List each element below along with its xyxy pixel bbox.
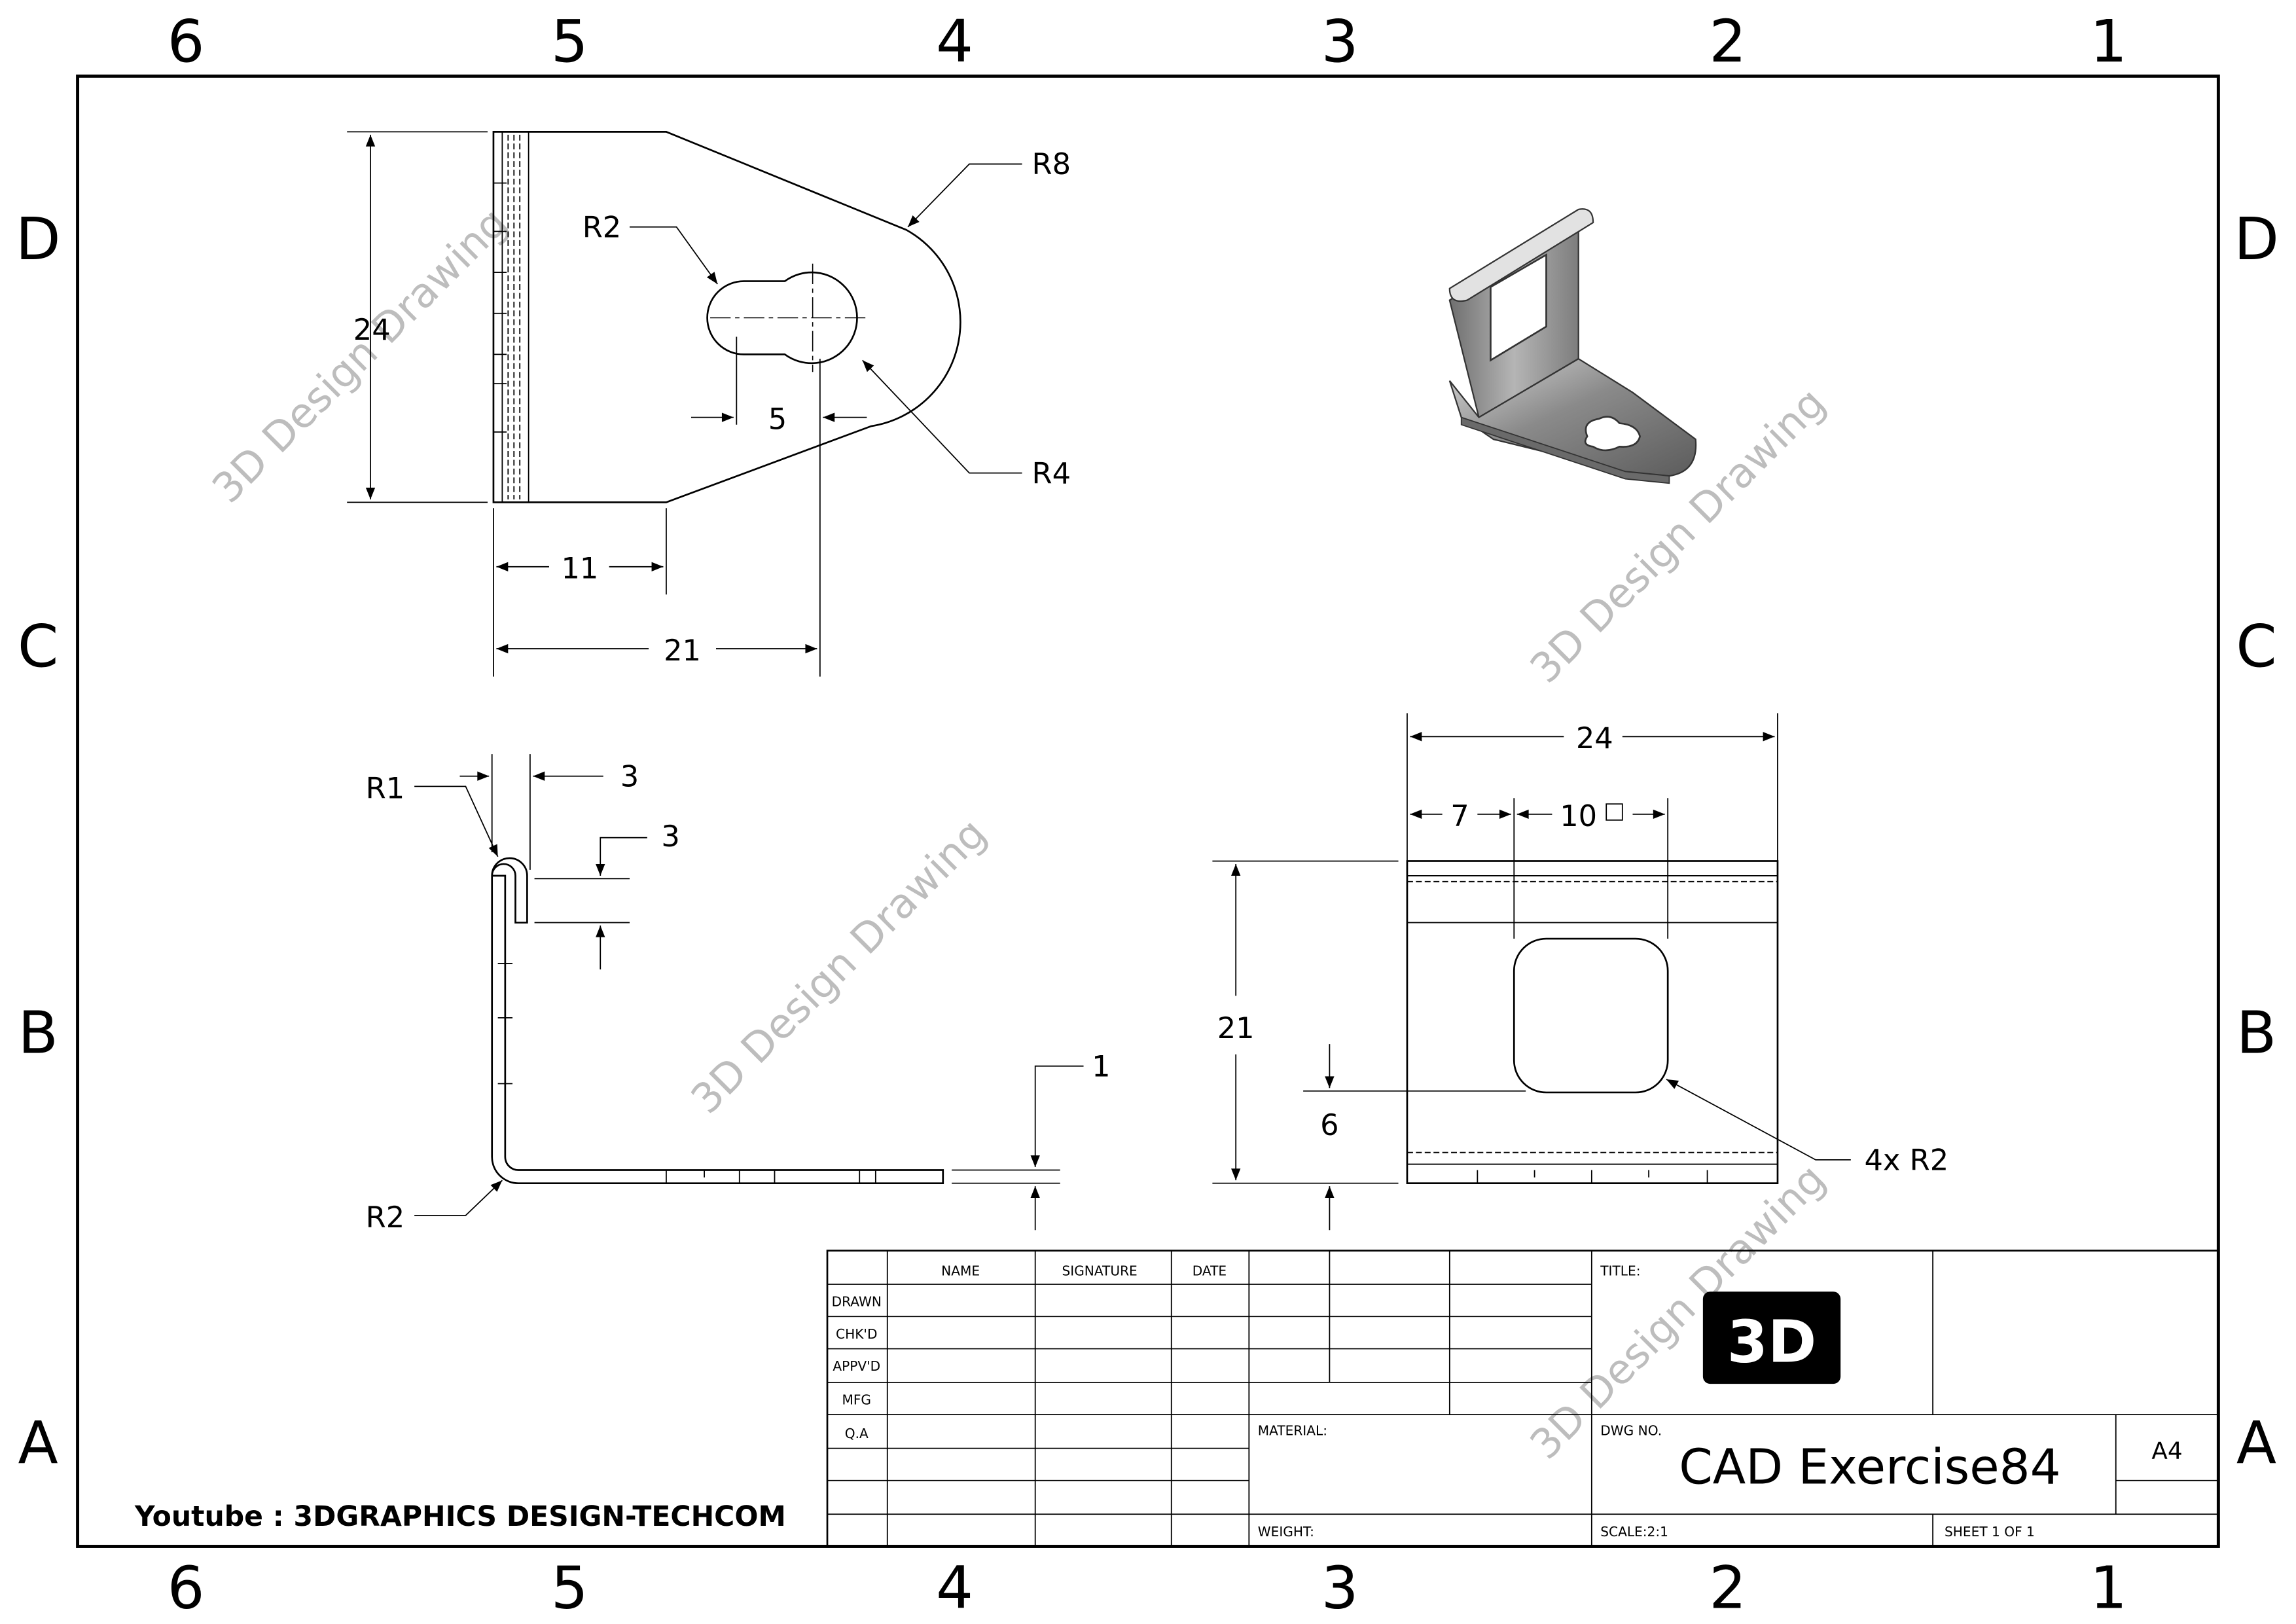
tb-header-signature: SIGNATURE (1062, 1263, 1137, 1279)
watermark: 3D Design Drawing (682, 809, 996, 1123)
zone-col-top: 6 (168, 8, 205, 76)
side-view: R1 3 3 1 R2 (366, 754, 1111, 1235)
zone-row-left: B (18, 1000, 58, 1068)
zone-row-right: A (2236, 1409, 2276, 1477)
dim-front-square: 10 (1560, 799, 1597, 833)
zone-row-left: D (16, 206, 61, 274)
zone-row-right: D (2234, 206, 2279, 274)
zone-col-top: 4 (936, 8, 973, 76)
zone-row-left: C (18, 613, 58, 681)
tb-row-label: DRAWN (832, 1294, 882, 1310)
zone-col-top: 1 (2090, 8, 2127, 76)
tb-weight-label: WEIGHT: (1258, 1524, 1314, 1540)
dim-top-r4: R4 (1032, 456, 1071, 490)
dim-top-r8: R8 (1032, 147, 1071, 181)
zone-col-bottom: 5 (551, 1554, 588, 1622)
dim-front-corner: 4x R2 (1864, 1143, 1948, 1178)
zone-col-bottom: 3 (1321, 1554, 1359, 1622)
youtube-credit: Youtube : 3DGRAPHICS DESIGN-TECHCOM (134, 1501, 786, 1533)
dim-side-r2: R2 (366, 1200, 405, 1235)
zone-col-bottom: 4 (936, 1554, 973, 1622)
dim-side-hem: 3 (661, 819, 679, 854)
tb-dwg-no-label: DWG NO. (1600, 1422, 1662, 1438)
dim-top-len11: 11 (561, 551, 598, 586)
sheet-size: A4 (2151, 1437, 2182, 1464)
dim-front-width: 24 (1576, 721, 1613, 755)
tb-row-label: Q.A (845, 1426, 869, 1441)
square-symbol-icon (1605, 803, 1623, 821)
zone-col-bottom: 1 (2090, 1554, 2127, 1622)
tb-material-label: MATERIAL: (1258, 1422, 1327, 1438)
zone-col-bottom: 2 (1709, 1554, 1746, 1622)
front-view: 24 7 10 21 6 4x R2 (1212, 713, 1948, 1231)
logo-3d (1702, 1291, 1841, 1384)
tb-scale: SCALE:2:1 (1600, 1524, 1668, 1540)
tb-row-label: CHK'D (836, 1326, 877, 1342)
dim-top-slot: 5 (768, 401, 787, 436)
logo-3d-text: 3D (1727, 1308, 1817, 1377)
zone-row-left: A (18, 1409, 58, 1477)
dim-side-thickness: 1 (1092, 1049, 1110, 1083)
isometric-view (1448, 208, 1697, 484)
dim-front-height: 21 (1217, 1011, 1255, 1045)
title-block: NAME SIGNATURE DATE DRAWN CHK'D APPV'D M… (826, 1250, 2219, 1547)
zone-col-top: 2 (1709, 8, 1746, 76)
top-view: 24 R2 R8 R4 5 11 21 (347, 131, 1071, 677)
tb-header-name: NAME (941, 1263, 980, 1279)
dim-top-height: 24 (353, 312, 391, 347)
tb-row-label: MFG (842, 1392, 871, 1407)
tb-sheet: SHEET 1 OF 1 (1945, 1524, 2035, 1540)
tb-title-label: TITLE: (1600, 1263, 1640, 1279)
dim-top-len21: 21 (664, 633, 701, 668)
dim-side-gap: 3 (620, 759, 639, 793)
square-cutout (1513, 937, 1669, 1094)
top-view-outline (492, 131, 961, 503)
dim-side-r1: R1 (366, 770, 405, 805)
zone-col-bottom: 6 (168, 1554, 205, 1622)
zone-col-top: 3 (1321, 8, 1359, 76)
tb-row-label: APPV'D (833, 1358, 880, 1374)
dim-front-offset: 7 (1450, 799, 1469, 833)
dim-front-bottom: 6 (1320, 1108, 1338, 1142)
tb-header-date: DATE (1193, 1263, 1227, 1279)
keyhole-slot (706, 271, 858, 365)
zone-row-right: B (2236, 1000, 2276, 1068)
side-view-profile (491, 857, 944, 1184)
watermark: 3D Design Drawing (203, 198, 516, 512)
dim-top-r2: R2 (583, 209, 622, 244)
drawing-number: CAD Exercise84 (1679, 1439, 2060, 1495)
zone-col-top: 5 (551, 8, 588, 76)
zone-row-right: C (2236, 613, 2276, 681)
